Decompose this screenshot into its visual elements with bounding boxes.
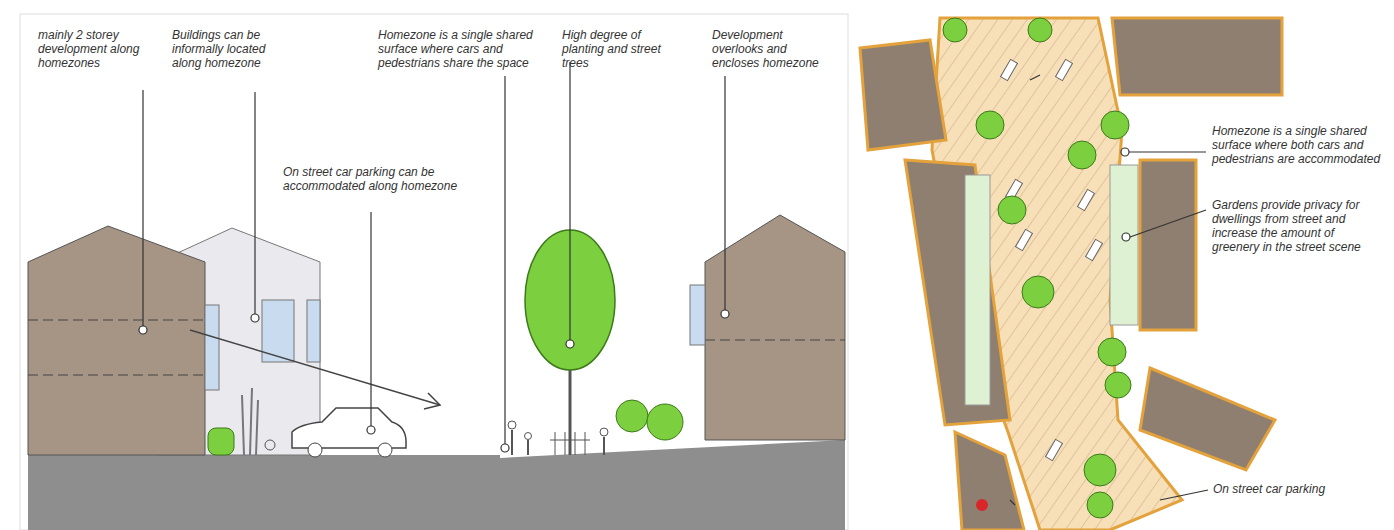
annotation-label: Development overlooks and encloses homez… — [712, 28, 822, 70]
annotation-label: Homezone is a single shared surface wher… — [1212, 124, 1382, 166]
annotation-label: High degree of planting and street trees — [562, 28, 672, 70]
annotation-label: Homezone is a single shared surface wher… — [378, 28, 538, 70]
annotation-label: Buildings can be informally located alon… — [172, 28, 267, 70]
annotation-label: Gardens provide privacy for dwellings fr… — [1212, 198, 1382, 254]
annotation-label: mainly 2 storey development along homezo… — [38, 28, 143, 70]
annotation-label: On street car parking — [1213, 482, 1388, 496]
annotation-label: On street car parking can be accommodate… — [283, 165, 458, 193]
